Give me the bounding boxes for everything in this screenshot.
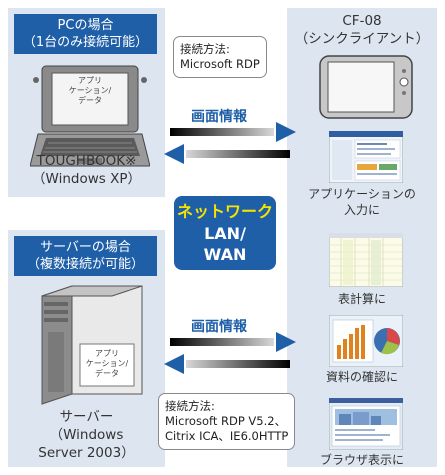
browser-caption: ブラウザ表示に bbox=[319, 453, 404, 467]
pc-label-line1: PCの場合 bbox=[57, 18, 114, 33]
server-os-line2: Server 2003） bbox=[38, 445, 135, 461]
network-line3: WAN bbox=[203, 245, 247, 264]
spreadsheet-screenshot bbox=[329, 233, 403, 287]
network-line2: LAN/ bbox=[204, 224, 246, 243]
browser-screenshot bbox=[329, 398, 403, 450]
connection-top-line2: Microsoft RDP bbox=[180, 57, 260, 71]
flow-label-bottom: 画面情報 bbox=[191, 319, 247, 335]
client-header: CF-08 （シンクライアント） bbox=[287, 12, 437, 48]
documents-caption: 資料の確認に bbox=[325, 370, 398, 384]
pc-screen-line: アプリ bbox=[78, 76, 102, 85]
pc-label-line2: （1台のみ接続可能） bbox=[22, 35, 149, 50]
server-screen-line: ケーション/ bbox=[85, 359, 129, 368]
server-screen-line: データ bbox=[95, 369, 119, 378]
pc-device-name: TOUGHBOOK※ bbox=[36, 153, 137, 169]
server-label-line2: （複数接続が可能） bbox=[26, 257, 144, 272]
tablet-icon bbox=[319, 55, 413, 119]
app-input-line2: 入力に bbox=[343, 203, 380, 217]
connection-bottom-line2: Microsoft RDP V5.2、 bbox=[165, 414, 287, 428]
pc-screen-line: ケーション/ bbox=[68, 86, 112, 95]
connection-callout-bottom: 接続方法: Microsoft RDP V5.2、 Citrix ICA、IE6… bbox=[158, 393, 296, 450]
server-screen-text: アプリ ケーション/ データ bbox=[80, 349, 134, 379]
client-model: CF-08 bbox=[342, 13, 382, 29]
connection-callout-top: 接続方法: Microsoft RDP bbox=[173, 36, 267, 78]
server-caption: サーバー （Windows Server 2003） bbox=[8, 408, 165, 462]
server-device-name: サーバー bbox=[59, 409, 114, 425]
pc-os: （Windows XP） bbox=[32, 171, 141, 187]
pc-caption: TOUGHBOOK※ （Windows XP） bbox=[8, 152, 165, 188]
server-os-line1: （Windows bbox=[49, 427, 124, 443]
documents-screenshot bbox=[329, 315, 403, 367]
connection-bottom-line1: 接続方法: bbox=[165, 399, 215, 413]
spreadsheet-caption: 表計算に bbox=[337, 292, 386, 306]
app-input-caption: アプリケーションの 入力に bbox=[287, 186, 437, 218]
server-icon bbox=[41, 285, 143, 405]
pc-label: PCの場合 （1台のみ接続可能） bbox=[14, 14, 157, 54]
server-label: サーバーの場合 （複数接続が可能） bbox=[14, 236, 157, 276]
app-input-screenshot bbox=[329, 131, 403, 183]
flow-arrows-top bbox=[164, 122, 296, 164]
app-input-line1: アプリケーションの bbox=[308, 187, 416, 201]
pc-screen-line: データ bbox=[78, 96, 102, 105]
flow-arrows-bottom bbox=[164, 332, 296, 374]
server-label-line1: サーバーの場合 bbox=[40, 240, 131, 255]
connection-top-line1: 接続方法: bbox=[180, 42, 230, 56]
network-box: ネットワーク LAN/ WAN bbox=[174, 196, 276, 270]
client-subtitle: （シンクライアント） bbox=[294, 31, 430, 47]
flow-label-top: 画面情報 bbox=[191, 109, 247, 125]
network-title: ネットワーク bbox=[176, 202, 273, 221]
laptop-icon bbox=[30, 65, 150, 167]
server-screen-line: アプリ bbox=[95, 349, 119, 358]
connection-bottom-line3: Citrix ICA、IE6.0HTTP bbox=[165, 429, 289, 443]
pc-screen-text: アプリ ケーション/ データ bbox=[52, 76, 128, 106]
